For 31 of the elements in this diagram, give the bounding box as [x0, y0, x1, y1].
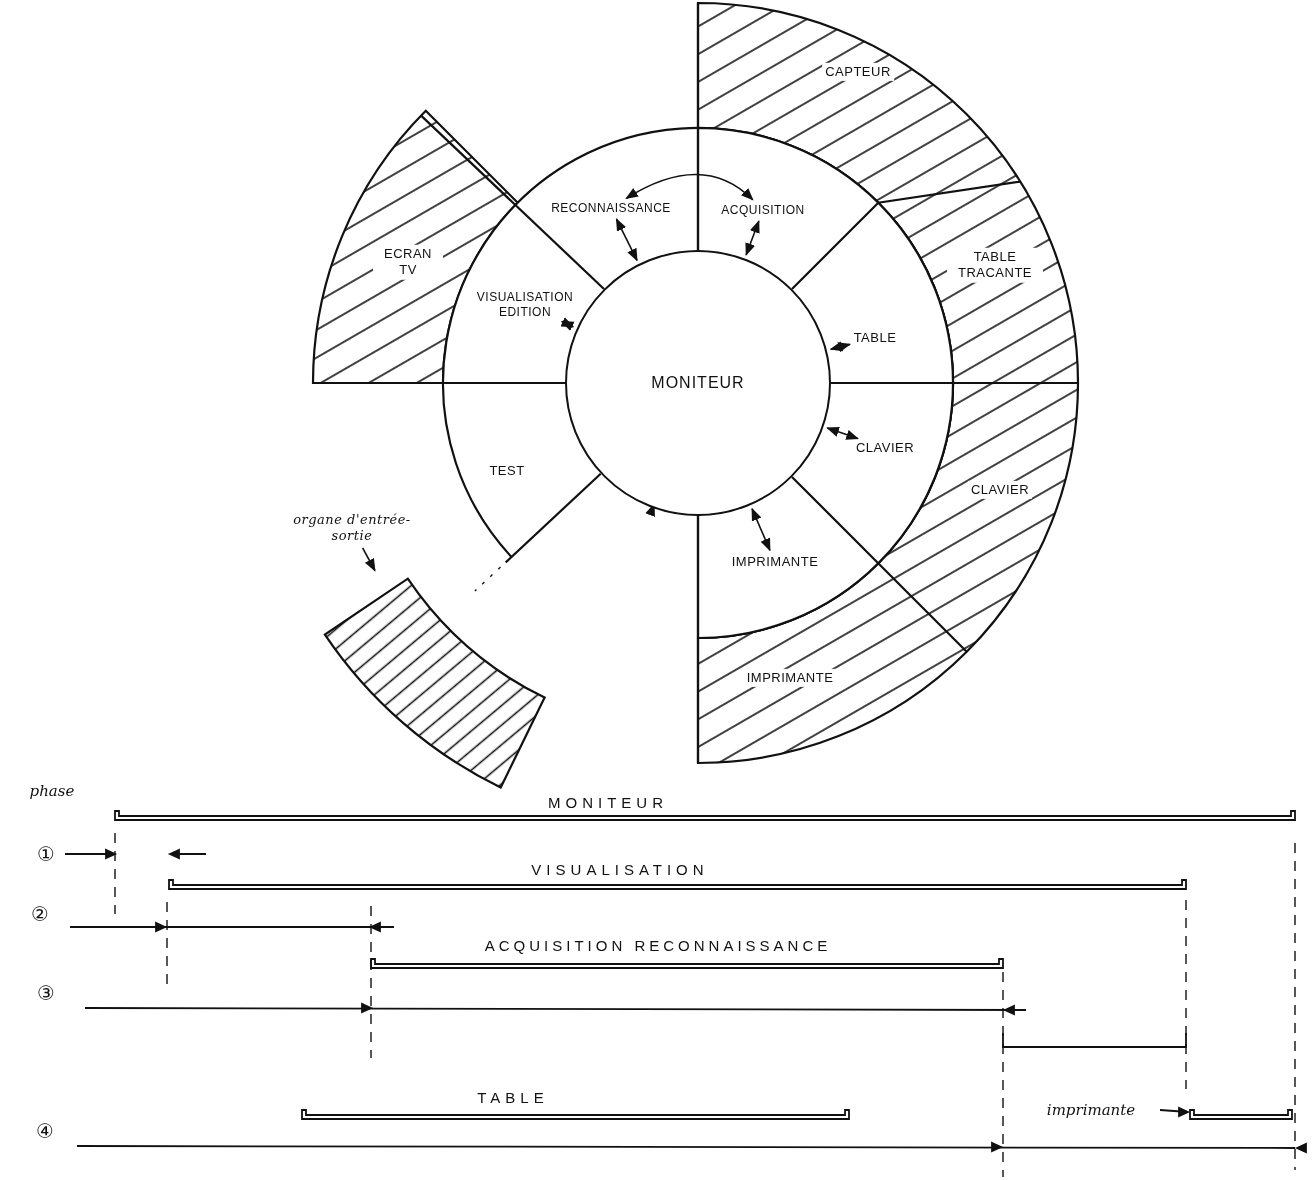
callout-text: organe d'entrée-sortie [277, 511, 427, 545]
segment-label: TEST [489, 462, 525, 480]
segment-label: VISUALISATION EDITION [463, 290, 587, 320]
timeline-label: ACQUISITION RECONNAISSANCE [484, 936, 832, 954]
arrow [615, 217, 638, 262]
timeline-label: VISUALISATION [531, 860, 709, 878]
segment-label: ACQUISITION [721, 202, 805, 218]
arrow [745, 220, 760, 256]
phase-number: ③ [37, 981, 55, 1005]
arrow [829, 341, 852, 353]
segment-label: RECONNAISSANCE [551, 200, 671, 216]
phase-number: ② [31, 902, 49, 926]
timeline-label: MONITEUR [548, 793, 668, 811]
segment-label: TABLE [853, 329, 897, 347]
timeline-label: phase [29, 782, 75, 800]
arrow [625, 173, 754, 201]
segment-label: TABLE TRACANTE [947, 247, 1043, 283]
segment-label: IMPRIMANTE [731, 553, 819, 571]
arrow [751, 507, 771, 552]
arrow [560, 317, 575, 332]
arrow [361, 547, 376, 572]
segment-label: CAPTEUR [822, 62, 894, 82]
arrow [826, 426, 859, 440]
segment-label: CLAVIER [967, 480, 1033, 500]
timeline-label: TABLE [477, 1088, 549, 1106]
circle-label: MONITEUR [651, 374, 745, 392]
phase-number: ① [37, 842, 55, 866]
segment-label: CLAVIER [855, 439, 915, 457]
segment-label: ECRAN TV [373, 244, 443, 280]
phase-number: ④ [36, 1119, 54, 1143]
timeline-label: imprimante [1046, 1101, 1136, 1119]
